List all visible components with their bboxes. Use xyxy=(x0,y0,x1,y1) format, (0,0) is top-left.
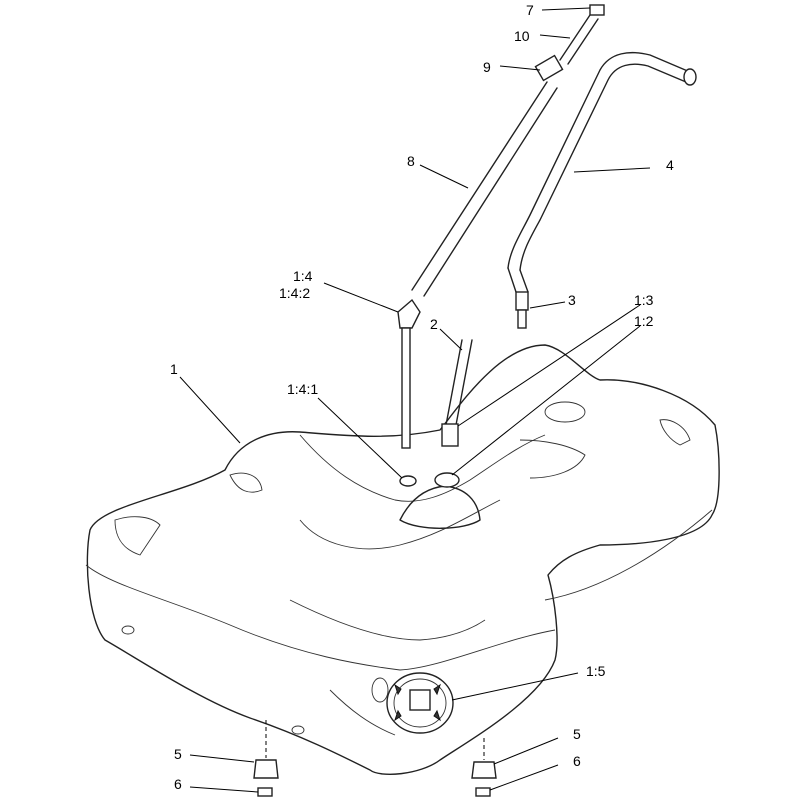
fuel-tank xyxy=(85,344,720,775)
callout-1-4-2: 1:4:2 xyxy=(279,285,310,301)
callout-4: 4 xyxy=(666,157,674,173)
callout-9: 9 xyxy=(483,59,491,75)
callout-1-5: 1:5 xyxy=(586,663,606,679)
callout-2: 2 xyxy=(430,316,438,332)
fuel-line xyxy=(411,4,605,297)
vent-hose xyxy=(507,52,697,293)
callout-5-right: 5 xyxy=(573,726,581,742)
callout-3: 3 xyxy=(568,292,576,308)
callout-1-4-1: 1:4:1 xyxy=(287,381,318,397)
callout-10: 10 xyxy=(514,28,530,44)
bumper-right xyxy=(471,761,497,797)
callout-5-left: 5 xyxy=(174,746,182,762)
callout-1-3: 1:3 xyxy=(634,292,654,308)
fuel-cap xyxy=(371,672,454,734)
vent-valve xyxy=(441,339,473,447)
callout-8: 8 xyxy=(407,153,415,169)
callout-7: 7 xyxy=(526,2,534,18)
callout-1-4: 1:4 xyxy=(293,268,313,284)
pickup-tube xyxy=(397,298,421,449)
callout-6-right: 6 xyxy=(573,753,581,769)
fitting xyxy=(515,291,529,329)
leader-lines xyxy=(179,7,651,793)
callout-1: 1 xyxy=(170,361,178,377)
callout-6-left: 6 xyxy=(174,776,182,792)
bumper-left xyxy=(253,759,279,797)
callout-labels: 7 10 9 8 4 1:4 1:4:2 3 1:3 2 1:2 1 1:4:1… xyxy=(170,2,674,792)
callout-1-2: 1:2 xyxy=(634,313,654,329)
